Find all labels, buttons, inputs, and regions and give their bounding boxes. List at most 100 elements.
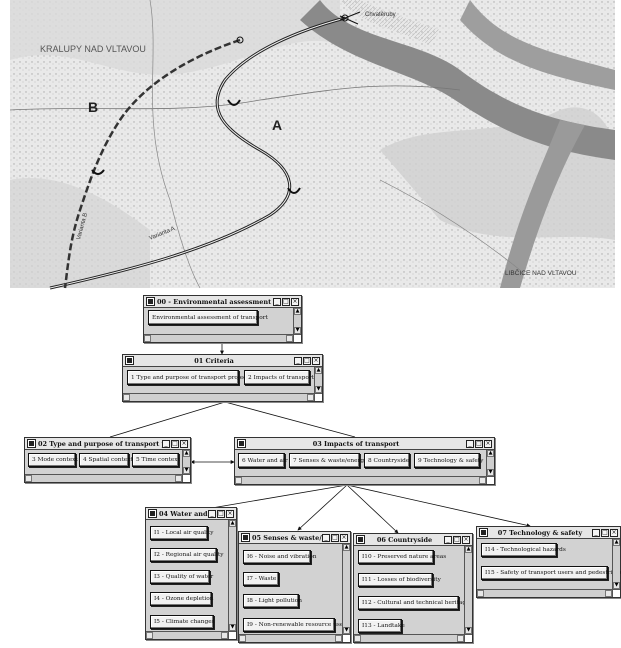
node-spatial-context[interactable]: 4 Spatial context (79, 453, 129, 467)
indicator-i11[interactable]: I11 - Losses of biodiversity (358, 573, 433, 587)
node-senses-waste-energy[interactable]: 7 Senses & waste/energy (289, 453, 360, 468)
scroll-corner (228, 631, 236, 639)
indicator-i14[interactable]: I14 - Technological hazards (481, 543, 557, 557)
node-impacts-of-transport[interactable]: 2 Impacts of transport (244, 370, 310, 385)
node-technology-safety[interactable]: 9 Technology & safety (414, 453, 480, 468)
window-04-water-and-air[interactable]: 04 Water and air _□× I1 - Local air qual… (145, 507, 237, 640)
horizontal-scrollbar[interactable] (123, 393, 314, 401)
close-icon[interactable]: × (340, 534, 348, 542)
maximize-icon[interactable]: □ (331, 534, 339, 542)
map-label-variant-b: B (88, 99, 98, 115)
node-water-and-air[interactable]: 6 Water and air (238, 453, 285, 468)
connector-01-02 (110, 402, 225, 437)
window-titlebar[interactable]: 07 Technology & safety _□× (477, 527, 620, 539)
minimize-icon[interactable]: _ (466, 440, 474, 448)
indicator-i15[interactable]: I15 - Safety of transport users and pede… (481, 566, 608, 580)
maximize-icon[interactable]: □ (475, 440, 483, 448)
scroll-corner (293, 334, 301, 342)
vertical-scrollbar[interactable]: ▲▼ (228, 520, 236, 631)
scroll-corner (342, 634, 350, 642)
vertical-scrollbar[interactable]: ▲▼ (612, 539, 620, 589)
vertical-scrollbar[interactable]: ▲▼ (314, 367, 322, 393)
close-icon[interactable]: × (226, 510, 234, 518)
connector-03-05 (298, 485, 347, 530)
node-type-and-purpose[interactable]: 1 Type and purpose of transport project (127, 370, 239, 385)
minimize-icon[interactable]: _ (208, 510, 216, 518)
window-05-senses-waste-energy[interactable]: 05 Senses & waste/energy _□× I6 - Noise … (238, 531, 351, 643)
close-icon[interactable]: × (291, 298, 299, 306)
system-menu-icon[interactable] (237, 439, 246, 448)
window-titlebar[interactable]: 03 Impacts of transport _□× (235, 438, 494, 450)
node-time-context[interactable]: 5 Time context (132, 453, 179, 467)
indicator-i2[interactable]: I2 - Regional air quality (150, 548, 217, 562)
maximize-icon[interactable]: □ (601, 529, 609, 537)
minimize-icon[interactable]: _ (444, 536, 452, 544)
indicator-i7[interactable]: I7 - Waste (243, 572, 279, 586)
minimize-icon[interactable]: _ (294, 357, 302, 365)
indicator-i1[interactable]: I1 - Local air quality (150, 526, 208, 540)
indicator-i4[interactable]: I4 - Ozone depletion (150, 592, 212, 606)
window-00-environmental-assessment[interactable]: 00 - Environmental assessment of transpo… (143, 295, 302, 343)
horizontal-scrollbar[interactable] (146, 631, 228, 639)
close-icon[interactable]: × (180, 440, 188, 448)
indicator-i3[interactable]: I3 - Quality of water (150, 570, 210, 584)
vertical-scrollbar[interactable]: ▲▼ (486, 450, 494, 476)
system-menu-icon[interactable] (479, 528, 488, 537)
minimize-icon[interactable]: _ (592, 529, 600, 537)
horizontal-scrollbar[interactable] (144, 334, 293, 342)
horizontal-scrollbar[interactable] (477, 589, 612, 597)
window-titlebar[interactable]: 01 Criteria _□× (123, 355, 322, 367)
window-titlebar[interactable]: 02 Type and purpose of transport project… (25, 438, 190, 450)
close-icon[interactable]: × (610, 529, 618, 537)
system-menu-icon[interactable] (27, 439, 36, 448)
window-titlebar[interactable]: 00 - Environmental assessment of transpo… (144, 296, 301, 308)
maximize-icon[interactable]: □ (303, 357, 311, 365)
map-label-kralupy: KRALUPY NAD VLTAVOU (40, 44, 146, 54)
maximize-icon[interactable]: □ (282, 298, 290, 306)
indicator-i6[interactable]: I6 - Noise and vibration (243, 550, 311, 564)
window-01-criteria[interactable]: 01 Criteria _□× 1 Type and purpose of tr… (122, 354, 323, 402)
window-07-technology-safety[interactable]: 07 Technology & safety _□× I14 - Technol… (476, 526, 621, 598)
indicator-i9[interactable]: I9 - Non-renewable resource use (243, 618, 335, 632)
node-mode-context[interactable]: 3 Mode context (28, 453, 76, 467)
maximize-icon[interactable]: □ (171, 440, 179, 448)
vertical-scrollbar[interactable]: ▲▼ (464, 546, 472, 634)
maximize-icon[interactable]: □ (217, 510, 225, 518)
close-icon[interactable]: × (462, 536, 470, 544)
horizontal-scrollbar[interactable] (235, 476, 486, 484)
system-menu-icon[interactable] (125, 356, 134, 365)
window-02-type-and-purpose[interactable]: 02 Type and purpose of transport project… (24, 437, 191, 483)
vertical-scrollbar[interactable]: ▲▼ (342, 544, 350, 634)
system-menu-icon[interactable] (146, 297, 155, 306)
system-menu-icon[interactable] (356, 535, 365, 544)
indicator-i5[interactable]: I5 - Climate changes (150, 615, 214, 629)
vertical-scrollbar[interactable]: ▲▼ (182, 450, 190, 474)
system-menu-icon[interactable] (241, 533, 250, 542)
window-06-countryside[interactable]: 06 Countryside _□× I10 - Preserved natur… (353, 533, 473, 643)
connector-03-07 (347, 485, 530, 526)
close-icon[interactable]: × (484, 440, 492, 448)
vertical-scrollbar[interactable]: ▲▼ (293, 308, 301, 334)
system-menu-icon[interactable] (148, 509, 157, 518)
maximize-icon[interactable]: □ (453, 536, 461, 544)
minimize-icon[interactable]: _ (322, 534, 330, 542)
node-environmental-assessment[interactable]: Environmental assessment of transport (148, 310, 258, 325)
window-titlebar[interactable]: 05 Senses & waste/energy _□× (239, 532, 350, 544)
minimize-icon[interactable]: _ (162, 440, 170, 448)
node-countryside[interactable]: 8 Countryside (364, 453, 410, 468)
horizontal-scrollbar[interactable] (354, 634, 464, 642)
indicator-i8[interactable]: I8 - Light pollution (243, 594, 299, 608)
window-03-impacts-of-transport[interactable]: 03 Impacts of transport _□× 6 Water and … (234, 437, 495, 485)
window-titlebar[interactable]: 04 Water and air _□× (146, 508, 236, 520)
minimize-icon[interactable]: _ (273, 298, 281, 306)
map-label-variant-a: A (272, 117, 282, 133)
indicator-i12[interactable]: I12 - Cultural and technical heritage (358, 596, 459, 610)
close-icon[interactable]: × (312, 357, 320, 365)
window-title: 01 Criteria (134, 357, 294, 365)
indicator-i13[interactable]: I13 - Landtake (358, 619, 402, 633)
indicator-i10[interactable]: I10 - Preserved nature areas (358, 550, 434, 564)
scroll-corner (314, 393, 322, 401)
window-titlebar[interactable]: 06 Countryside _□× (354, 534, 472, 546)
horizontal-scrollbar[interactable] (25, 474, 182, 482)
horizontal-scrollbar[interactable] (239, 634, 342, 642)
